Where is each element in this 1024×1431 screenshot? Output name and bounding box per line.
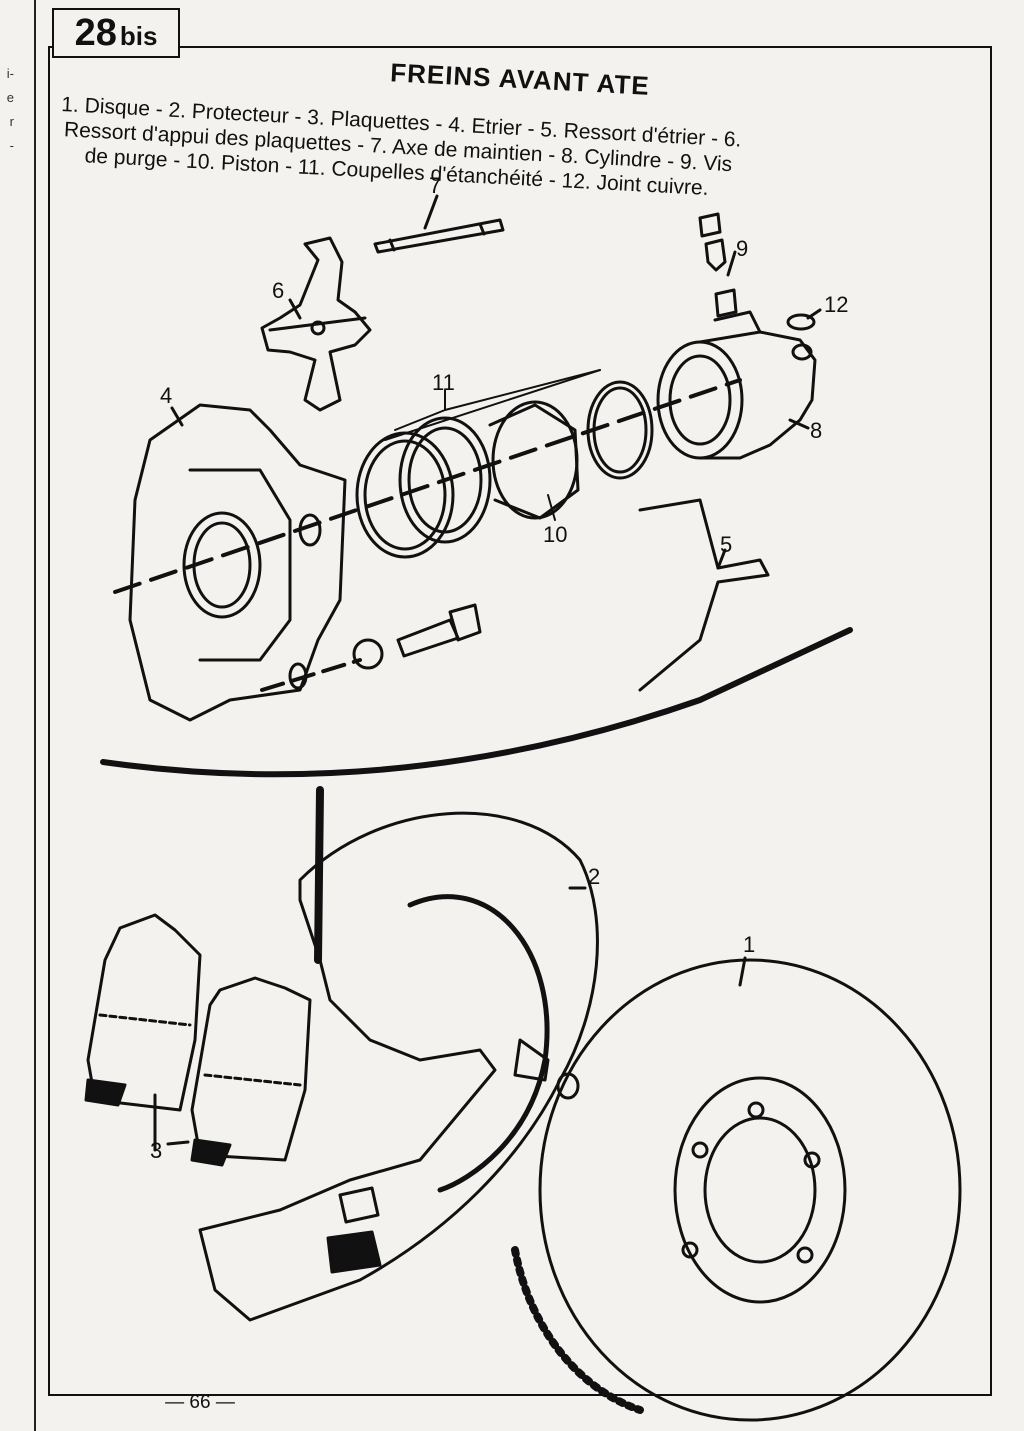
chapter-suffix: bis [119,21,158,51]
pad-spring [260,236,372,412]
caliper-bolt [352,603,482,670]
caliper-spring [638,498,770,692]
margin-mark: i- [6,66,14,81]
chapter-badge: 28 bis [52,8,180,58]
callout-1: 1 [743,932,755,957]
binding-rule [34,0,36,1431]
callout-5: 5 [720,532,732,557]
margin-mark: r [9,114,14,129]
seal-and-piston-set [355,369,654,559]
page-frame [48,46,992,1396]
callout-11: 11 [432,370,455,395]
callout-7: 7 [429,173,441,198]
section-divider-stem [314,786,324,964]
copper-washer [786,313,816,331]
callout-4: 4 [160,383,172,408]
brake-disc [511,958,962,1422]
assembly-axis-lower [260,658,362,692]
margin-mark: - [9,138,14,153]
retaining-pin [373,218,505,254]
bleed-screw [698,212,738,318]
section-divider [100,627,853,778]
callout-8: 8 [810,418,822,443]
callout-9: 9 [736,236,748,261]
callout-12: 12 [824,292,848,317]
callout-3: 3 [150,1138,162,1163]
page-number: — 66 — [165,1392,235,1413]
callout-10: 10 [543,522,567,547]
brake-pads [84,913,382,1274]
cylinder [656,310,817,460]
margin-marks: i- e r - [0,62,14,158]
callout-2: 2 [588,864,600,889]
margin-mark: e [6,90,14,105]
callout-6: 6 [272,278,284,303]
dust-shield [198,811,599,1322]
assembly-axis [113,378,742,594]
chapter-number: 28 [74,12,117,54]
